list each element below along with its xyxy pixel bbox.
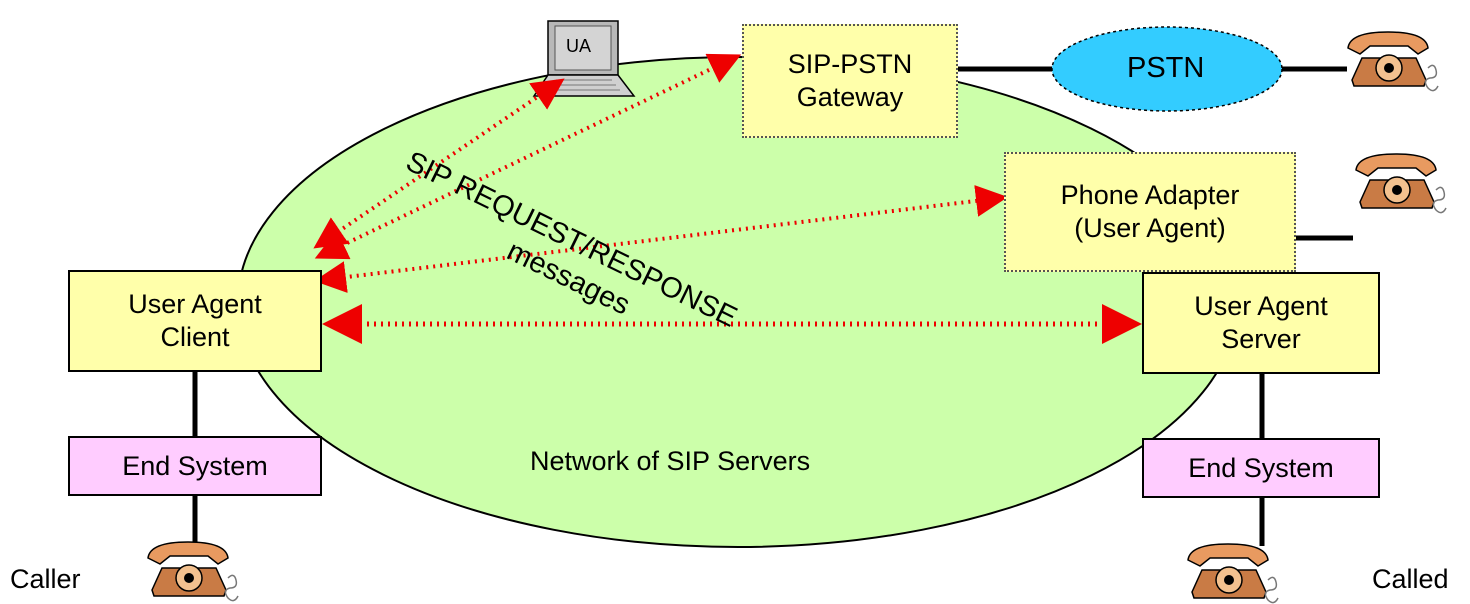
wired-links: [192, 66, 1353, 546]
gateway-line2: Gateway: [796, 82, 904, 112]
pstn-cloud: [1051, 26, 1283, 112]
user-agent-server: User Agent Server: [1142, 272, 1380, 374]
network-label: Network of SIP Servers: [530, 446, 811, 476]
phone-adapter: Phone Adapter (User Agent): [1004, 152, 1296, 272]
uac-line2: Client: [160, 322, 230, 352]
user-agent-client: User Agent Client: [68, 270, 322, 372]
uac-line1: User Agent: [128, 289, 262, 320]
gateway-line1: SIP-PSTN: [787, 49, 913, 80]
laptop-ua-label: UA: [566, 36, 592, 56]
signalling-arrows: [313, 53, 1142, 344]
called-label: Called: [1372, 564, 1449, 594]
phone-adapter-line2: (User Agent): [1074, 213, 1226, 243]
telephone-icon: [147, 541, 239, 602]
pstn-label: PSTN: [1127, 52, 1205, 84]
uas-line2: Server: [1221, 324, 1301, 354]
telephone-icon: [1347, 31, 1439, 92]
end-system-left: End System: [68, 436, 322, 496]
laptop-icon: [532, 20, 636, 97]
phone-adapter-line1: Phone Adapter: [1060, 180, 1240, 211]
telephone-icon: [1187, 543, 1279, 604]
end-system-right-label: End System: [1188, 452, 1334, 483]
end-system-right: End System: [1142, 438, 1380, 498]
caller-label: Caller: [10, 564, 81, 594]
sip-pstn-gateway: SIP-PSTN Gateway: [742, 24, 958, 138]
telephone-icon: [1355, 153, 1447, 214]
end-system-left-label: End System: [122, 450, 268, 481]
uas-line1: User Agent: [1194, 291, 1328, 322]
